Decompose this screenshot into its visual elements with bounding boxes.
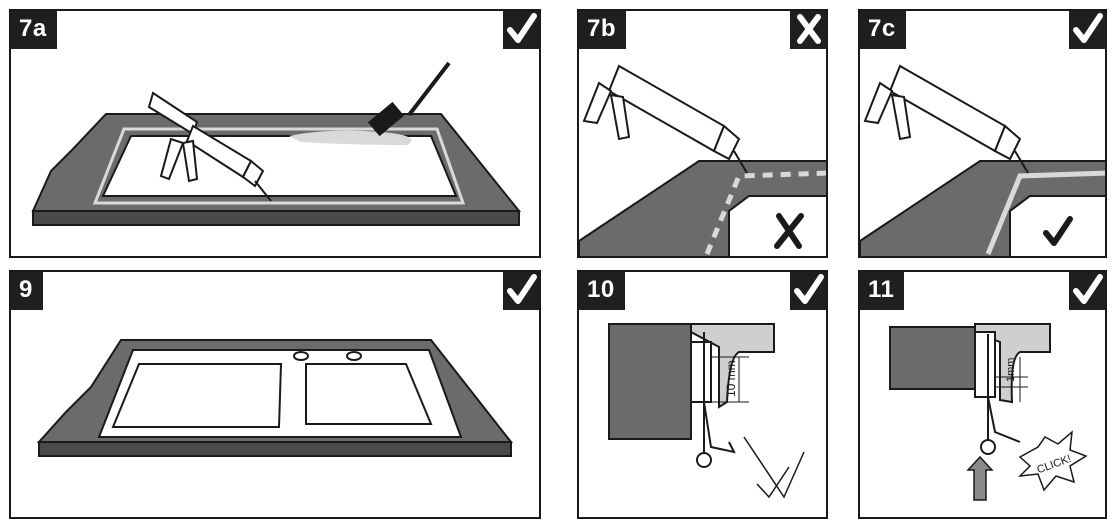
sealant-correct-illustration: [860, 64, 1105, 256]
step-number: 7c: [860, 11, 906, 49]
check-icon: [503, 11, 539, 49]
panel-9: 9: [9, 270, 541, 519]
dimension-label: 1mm: [1005, 358, 1017, 382]
step-number: 9: [11, 272, 43, 310]
check-icon: [790, 272, 826, 310]
countertop-illustration: [31, 61, 522, 226]
step-number: 7a: [11, 11, 57, 49]
check-icon: [1069, 11, 1105, 49]
step-number: 10: [579, 272, 625, 310]
check-icon: [1069, 272, 1105, 310]
sink-installed-illustration: [36, 339, 514, 457]
panel-7a: 7a: [9, 9, 541, 258]
panel-7b: 7b: [577, 9, 828, 258]
panel-7c: 7c: [858, 9, 1107, 258]
sealant-wrong-illustration: [579, 64, 826, 256]
dimension-label: 10 mm: [724, 360, 738, 397]
cross-icon: [790, 11, 826, 49]
panel-10: 10 10 mm: [577, 270, 828, 519]
panel-11: 11 1mm CLICK!: [858, 270, 1107, 519]
clip-10mm-illustration: 10 mm: [608, 323, 805, 499]
check-icon: [503, 272, 539, 310]
step-number: 11: [860, 272, 905, 310]
step-number: 7b: [579, 11, 627, 49]
clip-1mm-illustration: 1mm CLICK!: [889, 323, 1088, 501]
